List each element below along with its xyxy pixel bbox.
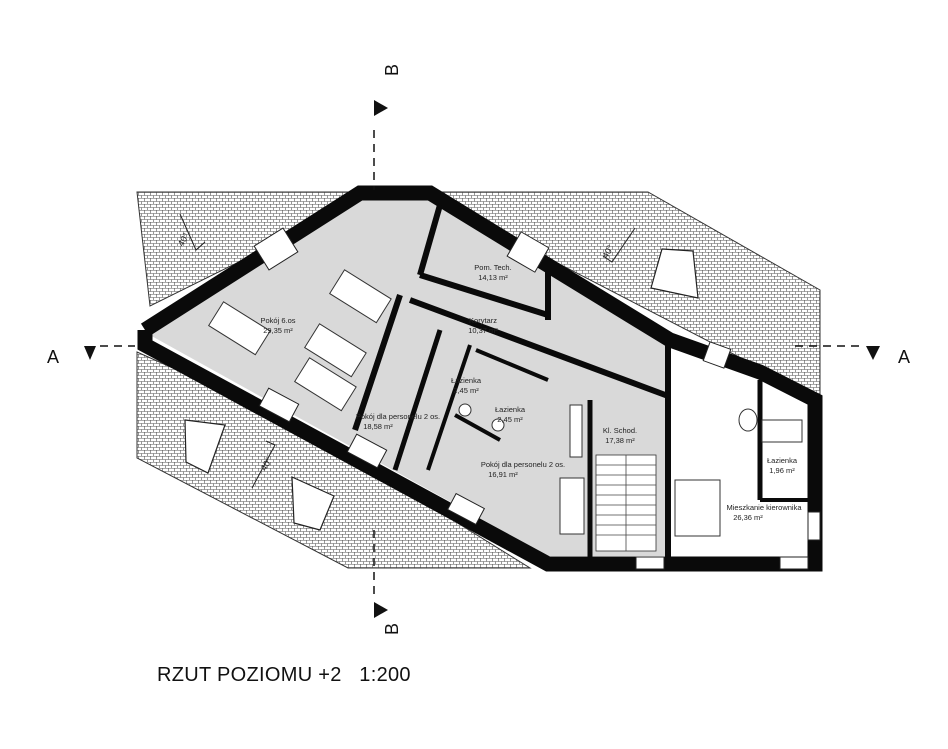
room-name: Łazienka bbox=[495, 405, 526, 414]
room-area: 10,37 m² bbox=[468, 326, 498, 335]
section-arrow-b-top bbox=[374, 100, 388, 116]
section-label-b-bottom: B bbox=[382, 623, 402, 635]
skylights bbox=[184, 248, 699, 531]
room-area: 17,38 m² bbox=[605, 436, 635, 445]
section-label-b-top: B bbox=[382, 64, 402, 76]
room-area: 29,35 m² bbox=[263, 326, 293, 335]
room-name: Pokój 6.os bbox=[260, 316, 295, 325]
room-name: Pokój dla personelu 2 os. bbox=[481, 460, 565, 469]
room-labels: Pokój 6.os 29,35 m² Pom. Tech. 14,13 m² … bbox=[260, 263, 802, 522]
interior-floor bbox=[148, 199, 668, 556]
plan-scale: 1:200 bbox=[359, 664, 411, 686]
room-name: Łazienka bbox=[451, 376, 482, 385]
room-name: Kl. Schod. bbox=[603, 426, 637, 435]
room-name: Korytarz bbox=[469, 316, 497, 325]
room-area: 16,91 m² bbox=[488, 470, 518, 479]
room-name: Łazienka bbox=[767, 456, 798, 465]
furniture-beds bbox=[207, 269, 721, 537]
section-label-a-left: A bbox=[47, 347, 59, 367]
plan-title-name: RZUT POZIOMU +2 bbox=[157, 664, 342, 686]
interior-walls bbox=[352, 204, 815, 564]
section-arrow-a-left bbox=[84, 346, 96, 360]
plan-title: RZUT POZIOMU +2 1:200 bbox=[157, 664, 411, 687]
room-area: 2,45 m² bbox=[453, 386, 479, 395]
room-area: 2,45 m² bbox=[497, 415, 523, 424]
room-area: 1,96 m² bbox=[769, 466, 795, 475]
section-label-a-right: A bbox=[898, 347, 910, 367]
room-name: Pom. Tech. bbox=[474, 263, 511, 272]
room-name: Pokój dla personelu 2 os. bbox=[356, 412, 440, 421]
room-area: 26,36 m² bbox=[733, 513, 763, 522]
section-arrow-b-bottom bbox=[374, 602, 388, 618]
section-line-a: A A bbox=[47, 345, 910, 367]
room-area: 14,13 m² bbox=[478, 273, 508, 282]
room-name: Mieszkanie kierownika bbox=[726, 503, 802, 512]
section-line-b: B B bbox=[373, 64, 402, 635]
bathroom-fixtures bbox=[458, 403, 803, 458]
staircase bbox=[595, 454, 657, 552]
windows bbox=[253, 227, 821, 570]
room-area: 18,58 m² bbox=[363, 422, 393, 431]
section-arrow-a-right bbox=[866, 346, 880, 360]
